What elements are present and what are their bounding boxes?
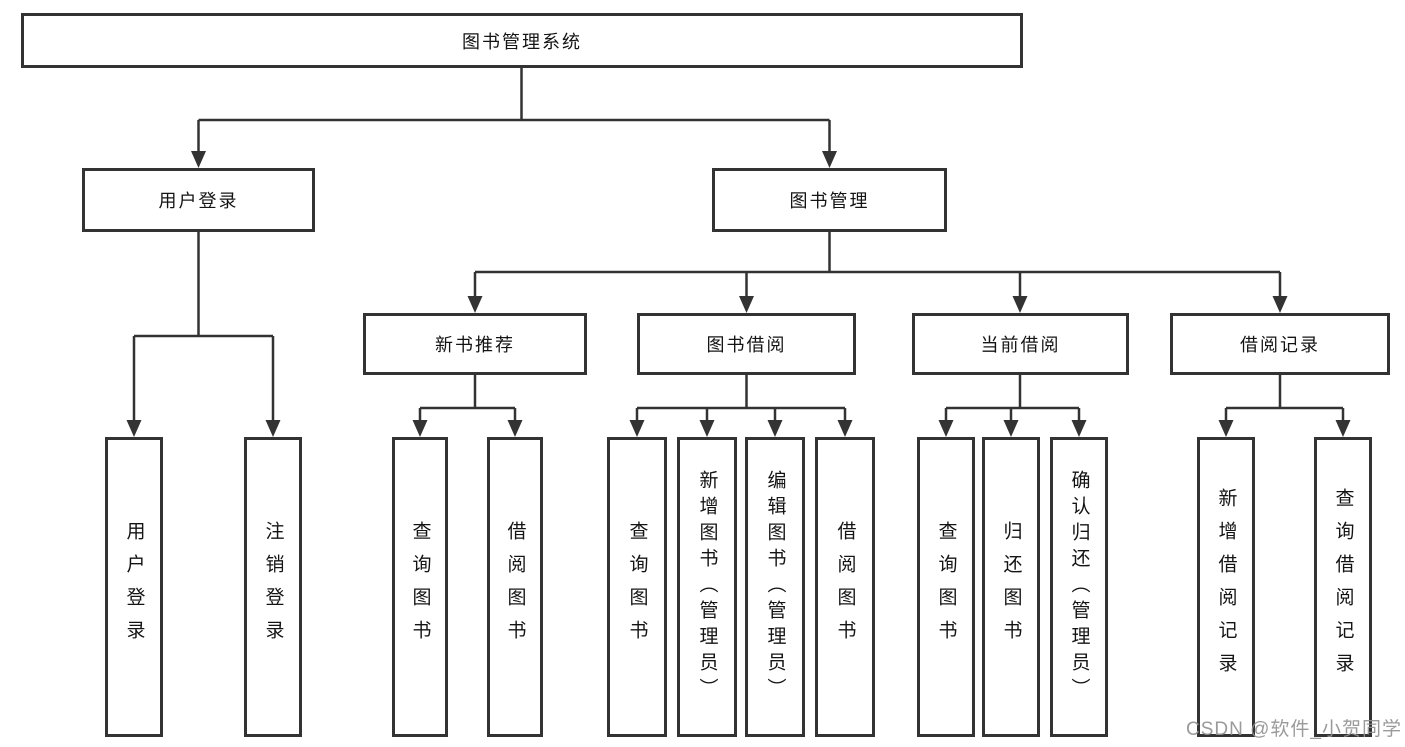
tree-edges bbox=[132, 68, 1345, 422]
node-label: 用户登录 bbox=[123, 521, 145, 653]
node-label: 编辑图书（管理员） bbox=[764, 470, 786, 704]
node-library-management-system: 图书管理系统 bbox=[21, 13, 1023, 68]
node-label: 新增图书（管理员） bbox=[696, 470, 718, 704]
leaf-add-borrow-record: 新增借阅记录 bbox=[1197, 437, 1255, 737]
node-label: 新增借阅记录 bbox=[1215, 488, 1237, 686]
node-label: 用户登录 bbox=[158, 191, 239, 211]
leaf-confirm-return-admin: 确认归还（管理员） bbox=[1050, 437, 1108, 737]
leaf-return-book: 归还图书 bbox=[982, 437, 1040, 737]
node-label: 查询图书 bbox=[626, 521, 648, 653]
node-label: 当前借阅 bbox=[980, 335, 1061, 355]
node-borrowing-records: 借阅记录 bbox=[1170, 313, 1390, 375]
leaf-borrow-books-recommend: 借阅图书 bbox=[487, 437, 543, 737]
leaf-user-login: 用户登录 bbox=[105, 437, 163, 737]
node-label: 图书管理系统 bbox=[462, 31, 582, 52]
node-label: 归还图书 bbox=[1000, 521, 1022, 653]
leaf-edit-book-admin: 编辑图书（管理员） bbox=[745, 437, 805, 737]
leaf-add-book-admin: 新增图书（管理员） bbox=[677, 437, 737, 737]
node-current-borrowing: 当前借阅 bbox=[912, 313, 1129, 375]
node-label: 借阅图书 bbox=[834, 521, 856, 653]
node-label: 注销登录 bbox=[262, 521, 284, 653]
leaf-query-books-current: 查询图书 bbox=[917, 437, 975, 737]
node-label: 确认归还（管理员） bbox=[1068, 470, 1090, 704]
leaf-query-books-recommend: 查询图书 bbox=[392, 437, 448, 737]
node-new-book-recommend: 新书推荐 bbox=[363, 313, 587, 375]
leaf-query-borrow-record: 查询借阅记录 bbox=[1314, 437, 1372, 737]
csdn-watermark: CSDN @软件_小贺同学 bbox=[1186, 719, 1402, 740]
node-label: 图书管理 bbox=[789, 191, 870, 211]
node-label: 借阅图书 bbox=[504, 521, 526, 653]
node-label: 借阅记录 bbox=[1240, 335, 1320, 355]
leaf-logout: 注销登录 bbox=[244, 437, 302, 737]
node-book-management: 图书管理 bbox=[712, 168, 947, 232]
node-label: 查询借阅记录 bbox=[1332, 488, 1354, 686]
node-label: 查询图书 bbox=[935, 521, 957, 653]
node-user-login: 用户登录 bbox=[82, 168, 315, 232]
node-label: 新书推荐 bbox=[435, 335, 515, 355]
node-label: 查询图书 bbox=[409, 521, 431, 653]
leaf-query-books-borrow: 查询图书 bbox=[607, 437, 667, 737]
leaf-borrow-books: 借阅图书 bbox=[815, 437, 875, 737]
node-book-borrowing: 图书借阅 bbox=[637, 313, 856, 375]
node-label: 图书借阅 bbox=[706, 335, 787, 355]
